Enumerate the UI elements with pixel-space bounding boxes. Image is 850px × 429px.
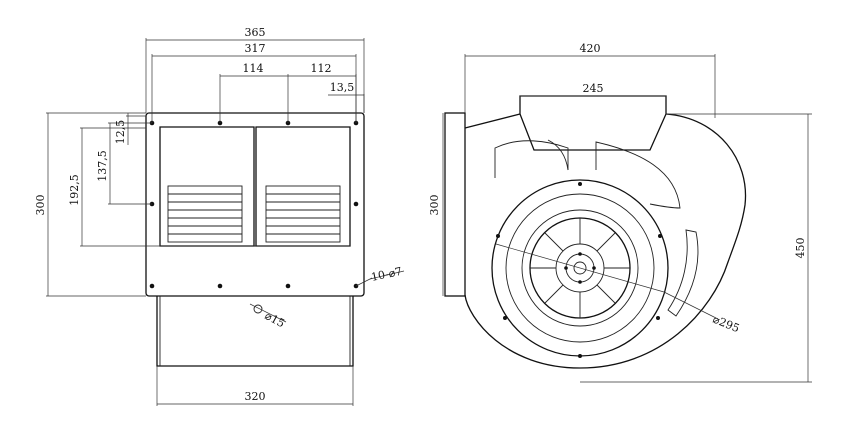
- dim-label-192-5: 192,5: [68, 174, 81, 206]
- dim-label-bolt-hole: 10-⌀7: [370, 265, 403, 284]
- dim-450: 450: [580, 113, 812, 383]
- dim-label-420: 420: [580, 42, 601, 55]
- dim-192-5: 192,5: [68, 127, 160, 247]
- dim-label-365: 365: [245, 26, 266, 39]
- dim-420: 420: [464, 42, 716, 118]
- body-panel-right: [255, 126, 351, 247]
- front-view: 365 317 114 112 13,5 300: [34, 26, 405, 406]
- dim-label-317: 317: [245, 42, 266, 55]
- dim-245: 245: [520, 82, 666, 97]
- dim-label-13-5: 13,5: [330, 81, 355, 94]
- dim-label-450: 450: [794, 238, 807, 259]
- dim-rotor-diameter: ⌀295: [495, 243, 741, 335]
- side-flange: [444, 112, 466, 297]
- louver-grille-right: [265, 185, 341, 243]
- dim-label-outlet-hole: ⌀15: [263, 309, 287, 330]
- dim-300-left: 300: [34, 112, 146, 297]
- dim-label-12-5: 12,5: [114, 120, 127, 145]
- scroll-ribs: [494, 140, 681, 209]
- scroll-housing-outer: [464, 113, 747, 369]
- dim-label-300-side: 300: [428, 195, 441, 216]
- dim-365: 365: [145, 26, 365, 113]
- dim-300-side: 300: [428, 113, 444, 296]
- dim-label-114: 114: [243, 62, 264, 75]
- dim-label-300-left: 300: [34, 195, 47, 216]
- dim-317: 317: [151, 42, 357, 123]
- rotor: [491, 179, 669, 358]
- side-slot: [667, 229, 699, 317]
- leader-bolt-hole: 10-⌀7: [355, 265, 405, 287]
- dim-label-112: 112: [311, 62, 332, 75]
- dim-320: 320: [156, 366, 354, 406]
- dim-137-5: 137,5: [96, 122, 152, 205]
- leader-outlet-hole: ⌀15: [249, 303, 287, 330]
- dim-label-245: 245: [583, 82, 604, 95]
- mounting-plate: [145, 112, 365, 297]
- dim-label-320: 320: [245, 390, 266, 403]
- dim-13-5: 13,5: [328, 81, 365, 113]
- dim-12-5: 12,5: [114, 113, 146, 145]
- body-panel-left: [159, 126, 255, 247]
- dim-label-137-5: 137,5: [96, 150, 109, 182]
- louver-grille-left: [167, 185, 243, 243]
- rotor-spokes: [530, 218, 630, 318]
- dim-114-112: 114 112: [219, 62, 357, 123]
- dim-label-rotor-diameter: ⌀295: [711, 313, 741, 335]
- side-view: 420 245 300 450 ⌀295: [428, 42, 812, 383]
- lower-housing: [156, 296, 354, 367]
